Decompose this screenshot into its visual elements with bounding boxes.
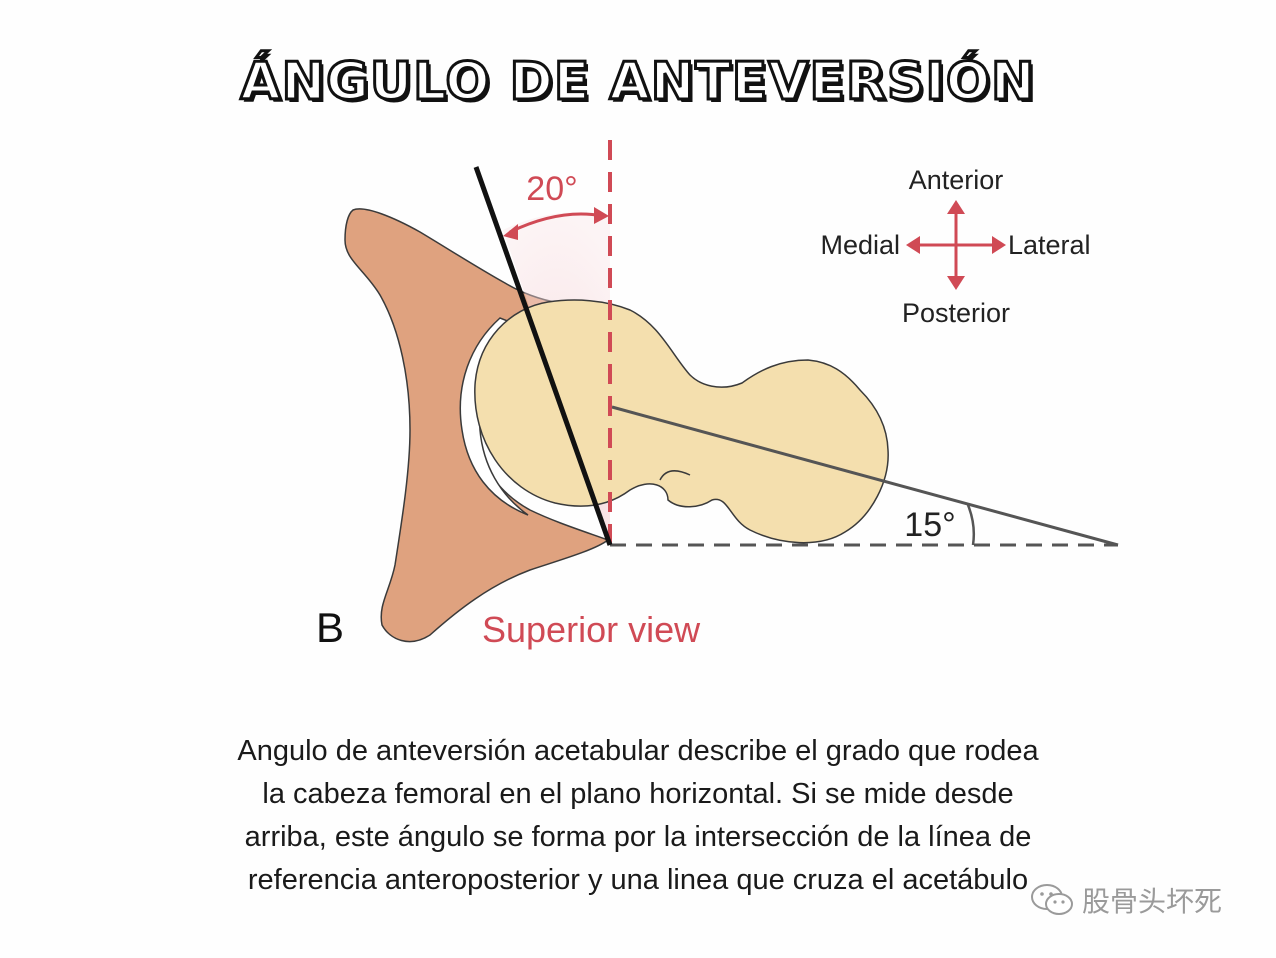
arrow-up-icon	[947, 200, 965, 214]
femur-shape	[474, 299, 889, 544]
angle-label-20: 20°	[526, 170, 577, 208]
watermark-text: 股骨头坏死	[1082, 885, 1223, 918]
arc-arrowhead-right	[594, 207, 609, 224]
acetabular-line	[473, 166, 613, 546]
caption-line: referencia anteroposterior y una linea q…	[247, 864, 1029, 896]
femoral-neck-axis	[611, 405, 1119, 547]
angle-label-15: 15°	[904, 506, 955, 544]
arrow-left-icon	[906, 236, 920, 254]
view-label: Superior view	[482, 609, 701, 650]
caption-line: arriba, este ángulo se forma por la inte…	[244, 821, 1032, 853]
femoral-head-contour	[659, 470, 691, 481]
direction-compass: Anterior Posterior Medial Lateral	[820, 165, 1090, 328]
page-title: ÁNGULO DE ANTEVERSIÓN	[239, 51, 1036, 114]
arrow-down-icon	[947, 276, 965, 290]
watermark: 股骨头坏死	[1030, 880, 1222, 920]
wechat-icon	[1031, 884, 1073, 915]
caption-line: la cabeza femoral en el plano horizontal…	[262, 778, 1014, 810]
panel-letter: B	[316, 604, 344, 651]
direction-posterior: Posterior	[902, 298, 1010, 328]
caption-text: Angulo de anteversión acetabular describ…	[150, 730, 1126, 902]
direction-medial: Medial	[820, 230, 900, 260]
angle-arc-15	[966, 504, 976, 546]
direction-anterior: Anterior	[909, 165, 1004, 195]
caption-line: Angulo de anteversión acetabular describ…	[237, 735, 1039, 767]
direction-lateral: Lateral	[1008, 230, 1091, 260]
arc-arrowhead-left	[503, 224, 518, 240]
arrow-right-icon	[992, 236, 1006, 254]
